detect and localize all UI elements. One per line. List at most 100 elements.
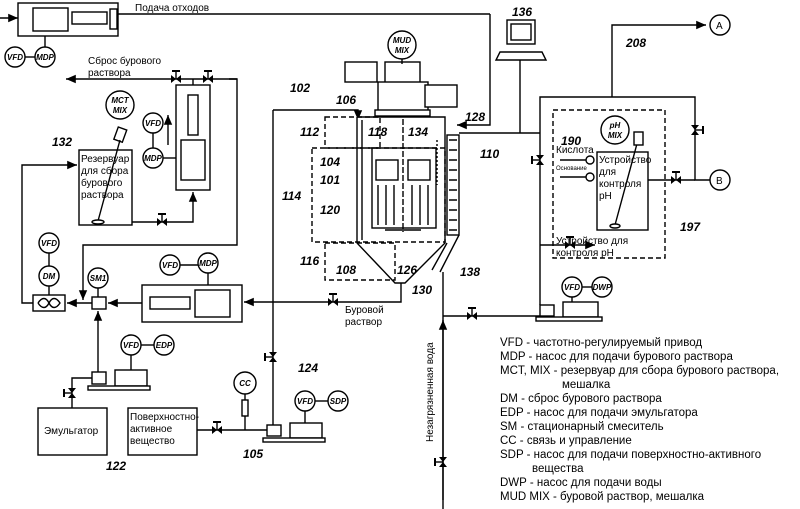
svg-text:VFD: VFD [123,341,139,350]
svg-text:MUD: MUD [393,36,411,45]
svg-text:197: 197 [680,220,701,234]
valve-icon[interactable] [691,125,703,135]
mud-collection-tank: Резервуар для сбора бурового раствора [79,127,132,225]
svg-text:128: 128 [465,110,485,124]
svg-text:MIX: MIX [395,46,410,55]
valve-icon[interactable] [265,352,277,362]
svg-text:DM - сброс бурового раствора: DM - сброс бурового раствора [500,393,662,405]
static-mixer [92,297,106,309]
svg-text:124: 124 [298,361,318,375]
svg-text:106: 106 [336,93,356,107]
dwp-circle: DWP [592,277,612,297]
emulsifier-pump [88,370,150,390]
svg-text:раствора: раствора [81,190,124,201]
mct-mix-circle: MCTMIX [106,91,134,119]
valve-icon[interactable] [435,457,447,467]
svg-text:Эмульгатор: Эмульгатор [44,426,99,437]
valve-icon[interactable] [171,71,181,83]
svg-text:MDP: MDP [199,259,217,268]
svg-text:118: 118 [368,125,387,139]
valve-icon[interactable] [64,388,76,398]
svg-text:MDP: MDP [36,53,54,62]
svg-text:SM1: SM1 [90,274,107,283]
mdp-circle: MDP [198,253,218,273]
svg-text:130: 130 [412,283,432,297]
cc-circle[interactable]: CC [234,372,256,394]
ph-unit-label: Устройство для [556,236,628,247]
valve-icon[interactable] [212,422,222,434]
svg-text:CC - связь и управление: CC - связь и управление [500,435,632,447]
svg-text:SDP: SDP [330,397,347,406]
valve-icon[interactable] [328,294,338,306]
output-a[interactable]: A [710,15,730,35]
svg-text:102: 102 [290,81,310,95]
svg-text:бурового: бурового [81,177,123,189]
svg-text:MIX: MIX [608,131,623,140]
svg-text:114: 114 [282,189,301,203]
mud-discharge-label: Сброс бурового [88,55,162,67]
vfd-circle: VFD [39,233,59,253]
horizontal-mud-pump [142,285,242,322]
svg-text:104: 104 [320,155,340,169]
svg-text:CC: CC [239,379,251,388]
legend: VFD - частотно-регулируемый привод MDP -… [500,337,779,503]
svg-text:EDP - насос для подачи эмульга: EDP - насос для подачи эмульгатора [500,407,698,419]
svg-text:вещество: вещество [130,436,175,447]
ph-unit-label-2: контроля pH [556,248,614,259]
svg-text:DWP - насос для подачи воды: DWP - насос для подачи воды [500,477,662,489]
svg-text:MUD MIX - буровой раствор, меш: MUD MIX - буровой раствор, мешалка [500,491,705,503]
emulsifier-tank: Эмульгатор [38,408,107,455]
surfactant-pump [263,423,325,442]
svg-text:B: B [716,176,723,187]
mdp-circle: MDP [143,148,163,168]
svg-text:134: 134 [408,125,428,139]
svg-text:136: 136 [512,5,532,19]
svg-text:активное: активное [130,424,173,435]
svg-text:DWP: DWP [593,283,612,292]
valve-icon[interactable] [671,172,681,184]
svg-text:Устройство: Устройство [599,155,652,166]
svg-text:110: 110 [480,147,499,161]
valve-icon[interactable] [532,155,544,165]
svg-text:132: 132 [52,135,72,149]
svg-text:DM: DM [43,272,56,281]
base-label: Основание [556,166,587,172]
output-b[interactable]: B [710,170,730,190]
svg-text:105: 105 [243,447,263,461]
svg-text:A: A [716,21,723,32]
svg-text:208: 208 [625,36,646,50]
valve-icon[interactable] [203,71,213,83]
svg-text:138: 138 [460,265,480,279]
svg-text:116: 116 [300,254,319,268]
drilling-mud-label-2: раствор [345,317,382,328]
waste-feed-label: Подача отходов [135,3,209,14]
svg-text:контроля: контроля [599,179,641,190]
svg-text:SM - стационарный смеситель: SM - стационарный смеситель [500,421,664,433]
svg-text:VFD - частотно-регулируемый пр: VFD - частотно-регулируемый привод [500,337,702,349]
vfd-circle: VFD [295,391,315,411]
mdp-circle: MDP [35,47,55,67]
valve-icon[interactable] [157,214,167,226]
vfd-circle: VFD [143,113,163,133]
valve-icon[interactable] [467,308,477,320]
svg-text:для: для [599,167,616,178]
svg-text:MDP - насос для подачи буровог: MDP - насос для подачи бурового раствора [500,351,733,363]
drilling-mud-label: Буровой [345,305,384,316]
edp-circle: EDP [154,335,174,355]
svg-text:VFD: VFD [41,239,57,248]
svg-text:MCT, MIX - резервуар для сбора: MCT, MIX - резервуар для сбора бурового … [500,365,779,377]
svg-text:122: 122 [106,459,126,473]
svg-text:VFD: VFD [7,53,23,62]
vertical-mud-pump [168,85,210,190]
surfactant-tank: Поверхностно- активное вещество [128,408,199,455]
svg-text:для сбора: для сбора [81,165,129,177]
vfd-circle: VFD [5,47,25,67]
sm1-circle: SM1 [88,268,108,288]
mud-discharge-label-2: раствора [88,68,131,79]
computer-icon[interactable] [496,20,546,60]
svg-text:Резервуар: Резервуар [81,154,130,165]
svg-text:120: 120 [320,203,340,217]
svg-text:MDP: MDP [144,154,162,163]
svg-text:108: 108 [336,263,356,277]
